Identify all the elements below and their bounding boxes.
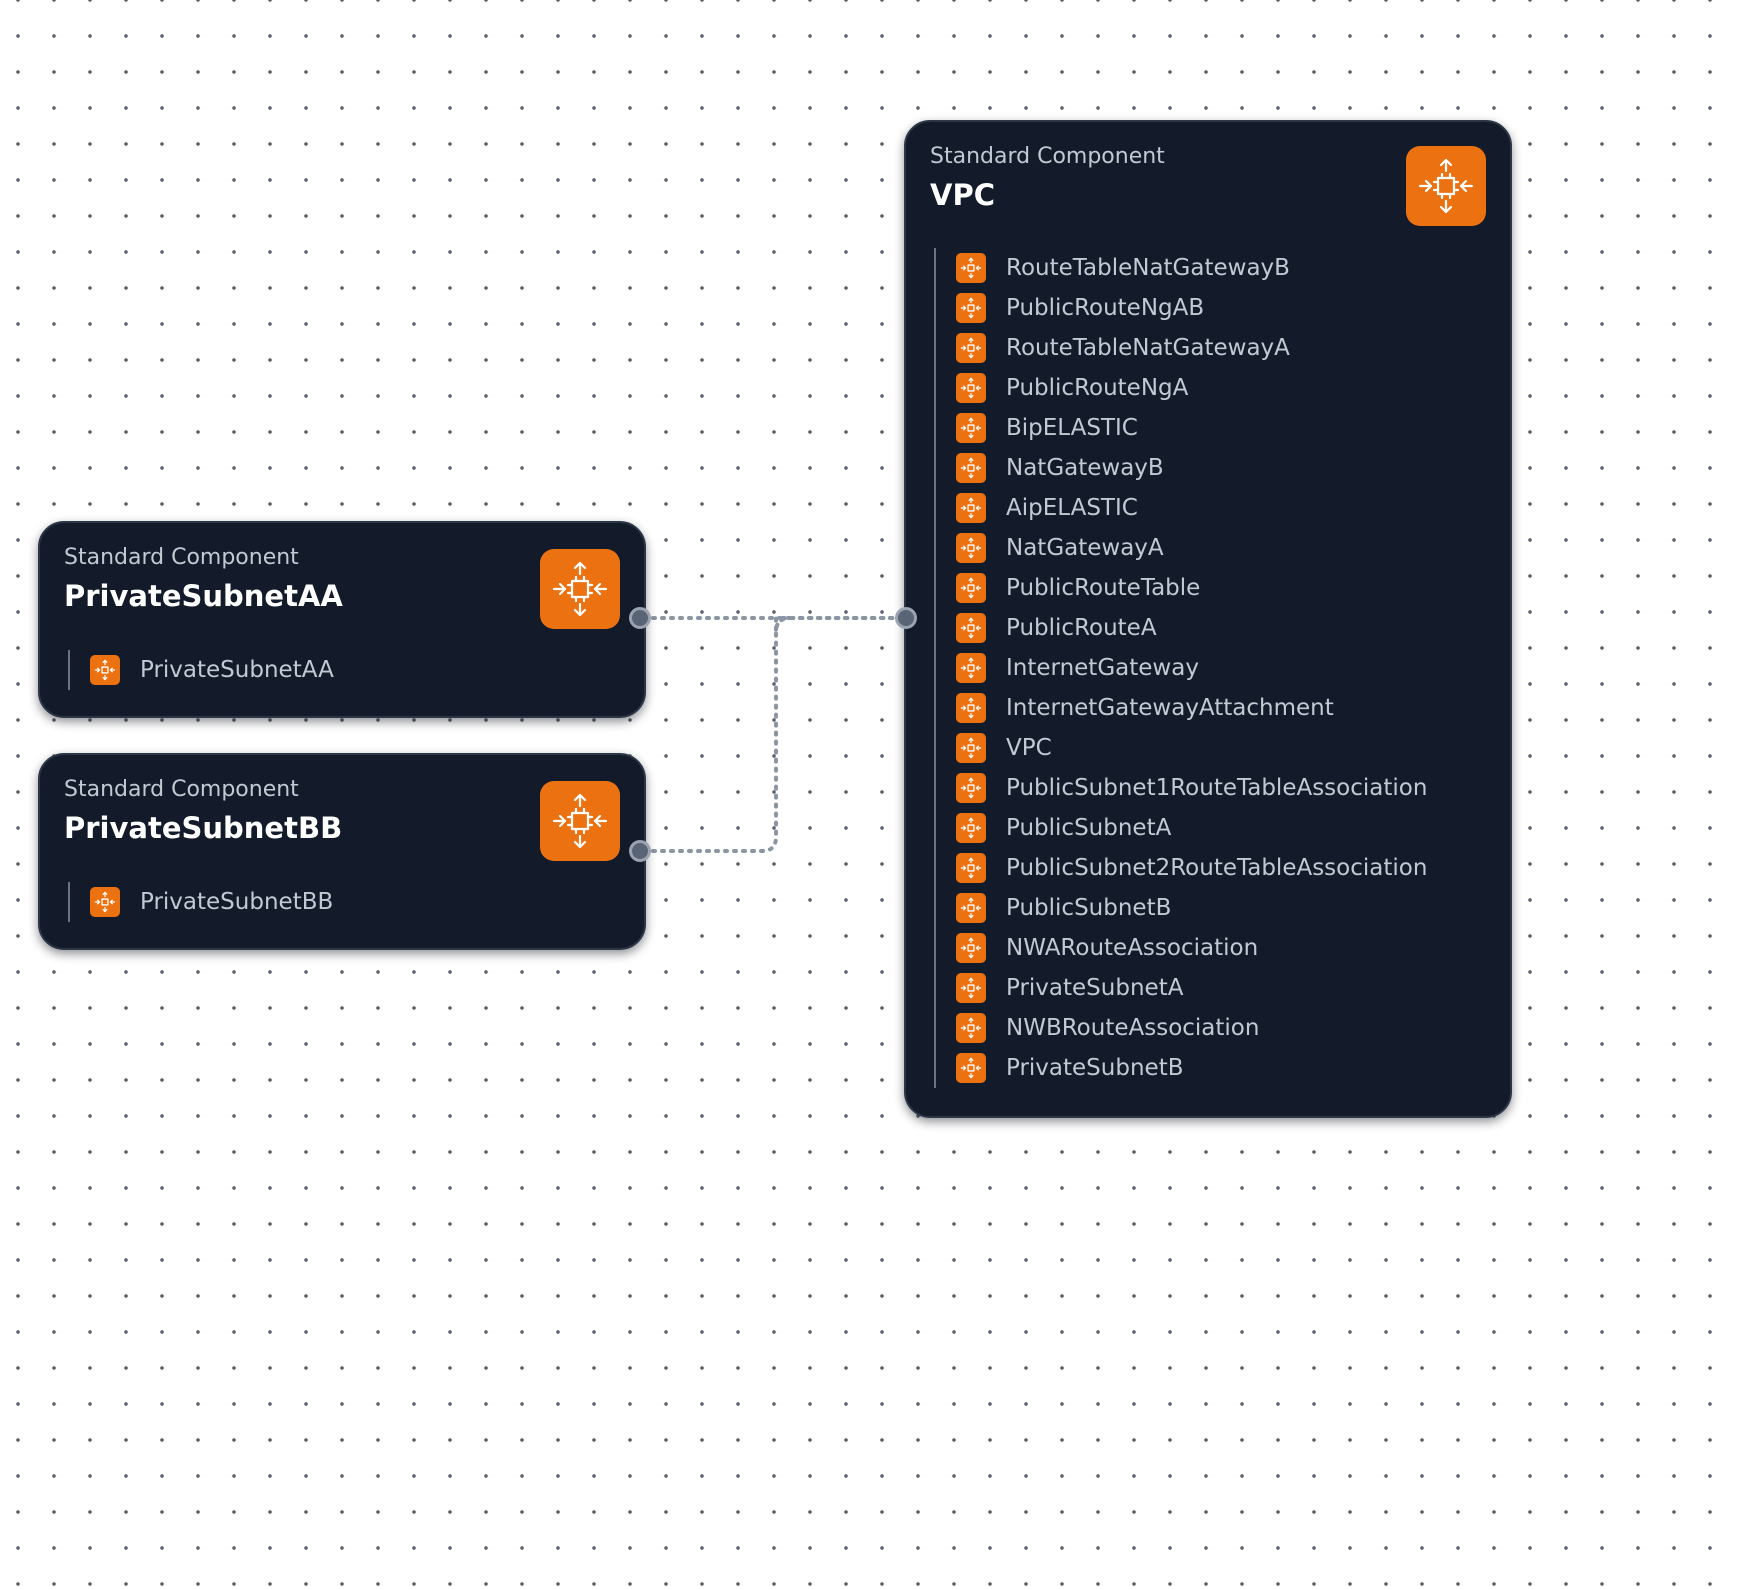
resource-label: PublicRouteA — [1006, 615, 1157, 641]
list-item[interactable]: NWBRouteAssociation — [956, 1008, 1427, 1048]
list-item[interactable]: PrivateSubnetA — [956, 968, 1427, 1008]
move-arrows-chip-icon — [956, 1013, 986, 1043]
input-port-vpc[interactable] — [895, 607, 917, 629]
list-item[interactable]: VPC — [956, 728, 1427, 768]
resource-label: RouteTableNatGatewayB — [1006, 255, 1290, 281]
move-arrows-chip-icon — [956, 693, 986, 723]
node-title: PrivateSubnetAA — [64, 579, 343, 613]
list-item[interactable]: AipELASTIC — [956, 488, 1427, 528]
list-item[interactable]: PrivateSubnetB — [956, 1048, 1427, 1088]
resource-label: PrivateSubnetAA — [140, 657, 334, 683]
resource-label: NatGatewayB — [1006, 455, 1164, 481]
node-private-subnet-aa[interactable]: Standard Component PrivateSubnetAA — [38, 521, 646, 718]
edge-privatesubnetbb-to-vpc — [642, 616, 910, 853]
list-item[interactable]: PublicSubnetA — [956, 808, 1427, 848]
resource-label: InternetGateway — [1006, 655, 1199, 681]
resource-list: RouteTableNatGatewayB PublicRouteNgAB Rout… — [934, 248, 1427, 1088]
list-item[interactable]: PrivateSubnetAA — [90, 650, 334, 690]
node-subtitle: Standard Component — [64, 777, 299, 802]
move-arrows-chip-icon — [956, 413, 986, 443]
move-arrows-chip-icon — [956, 813, 986, 843]
list-item[interactable]: BipELASTIC — [956, 408, 1427, 448]
move-arrows-chip-icon — [956, 253, 986, 283]
list-item[interactable]: PublicSubnet2RouteTableAssociation — [956, 848, 1427, 888]
move-arrows-chip-icon — [956, 493, 986, 523]
resource-label: AipELASTIC — [1006, 495, 1138, 521]
move-arrows-chip-icon — [956, 373, 986, 403]
resource-label: PublicSubnet1RouteTableAssociation — [1006, 775, 1428, 801]
resource-list: PrivateSubnetBB — [68, 882, 333, 922]
move-arrows-chip-icon — [956, 293, 986, 323]
list-item[interactable]: PublicSubnet1RouteTableAssociation — [956, 768, 1427, 808]
move-arrows-chip-icon — [956, 933, 986, 963]
resource-label: PublicRouteNgAB — [1006, 295, 1205, 321]
resource-label: PublicRouteNgA — [1006, 375, 1189, 401]
list-item[interactable]: NWARouteAssociation — [956, 928, 1427, 968]
resource-label: VPC — [1006, 735, 1052, 761]
node-subtitle: Standard Component — [930, 144, 1165, 169]
move-arrows-chip-icon — [1406, 146, 1486, 226]
resource-label: NWARouteAssociation — [1006, 935, 1259, 961]
resource-label: PrivateSubnetB — [1006, 1055, 1184, 1081]
list-item[interactable]: PublicRouteNgAB — [956, 288, 1427, 328]
resource-label: PrivateSubnetBB — [140, 889, 334, 915]
move-arrows-chip-icon — [956, 853, 986, 883]
resource-label: PrivateSubnetA — [1006, 975, 1184, 1001]
resource-label: PublicSubnet2RouteTableAssociation — [1006, 855, 1428, 881]
list-item[interactable]: InternetGatewayAttachment — [956, 688, 1427, 728]
resource-label: RouteTableNatGatewayA — [1006, 335, 1290, 361]
list-item[interactable]: PublicRouteTable — [956, 568, 1427, 608]
node-title: VPC — [930, 178, 995, 212]
move-arrows-chip-icon — [956, 733, 986, 763]
move-arrows-chip-icon — [956, 973, 986, 1003]
resource-label: PublicRouteTable — [1006, 575, 1201, 601]
move-arrows-chip-icon — [956, 613, 986, 643]
resource-label: InternetGatewayAttachment — [1006, 695, 1334, 721]
list-item[interactable]: PublicSubnetB — [956, 888, 1427, 928]
node-subtitle: Standard Component — [64, 545, 299, 570]
output-port-private-subnet-aa[interactable] — [629, 607, 651, 629]
list-item[interactable]: PublicRouteA — [956, 608, 1427, 648]
list-item[interactable]: RouteTableNatGatewayA — [956, 328, 1427, 368]
list-item[interactable]: NatGatewayB — [956, 448, 1427, 488]
output-port-private-subnet-bb[interactable] — [629, 840, 651, 862]
list-item[interactable]: NatGatewayA — [956, 528, 1427, 568]
list-item[interactable]: RouteTableNatGatewayB — [956, 248, 1427, 288]
move-arrows-chip-icon — [956, 333, 986, 363]
move-arrows-chip-icon — [540, 781, 620, 861]
resource-list: PrivateSubnetAA — [68, 650, 334, 690]
move-arrows-chip-icon — [90, 655, 120, 685]
move-arrows-chip-icon — [540, 549, 620, 629]
move-arrows-chip-icon — [956, 1053, 986, 1083]
list-item[interactable]: PrivateSubnetBB — [90, 882, 333, 922]
move-arrows-chip-icon — [956, 653, 986, 683]
list-item[interactable]: InternetGateway — [956, 648, 1427, 688]
resource-label: NWBRouteAssociation — [1006, 1015, 1260, 1041]
resource-label: PublicSubnetA — [1006, 815, 1172, 841]
resource-label: NatGatewayA — [1006, 535, 1164, 561]
node-vpc[interactable]: Standard Component VPC RouteTableNatGate… — [904, 120, 1512, 1118]
list-item[interactable]: PublicRouteNgA — [956, 368, 1427, 408]
move-arrows-chip-icon — [956, 893, 986, 923]
node-private-subnet-bb[interactable]: Standard Component PrivateSubnetBB — [38, 753, 646, 950]
move-arrows-chip-icon — [956, 453, 986, 483]
move-arrows-chip-icon — [956, 533, 986, 563]
move-arrows-chip-icon — [956, 773, 986, 803]
node-title: PrivateSubnetBB — [64, 811, 343, 845]
resource-label: BipELASTIC — [1006, 415, 1138, 441]
resource-label: PublicSubnetB — [1006, 895, 1172, 921]
move-arrows-chip-icon — [956, 573, 986, 603]
move-arrows-chip-icon — [90, 887, 120, 917]
